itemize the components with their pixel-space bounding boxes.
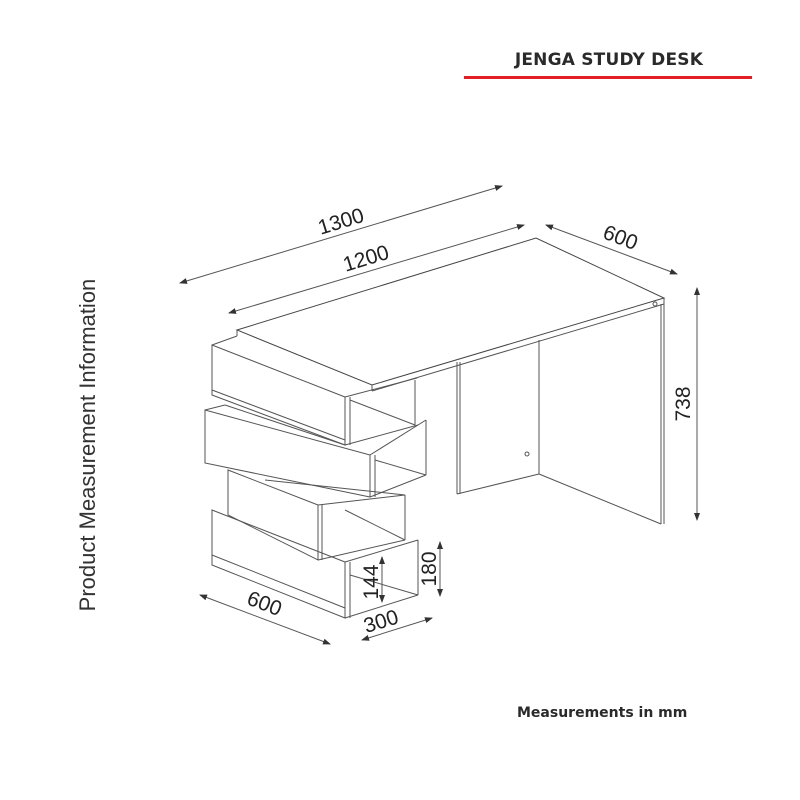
dim-line-600-shelf: [199, 594, 331, 645]
dim-line-600-top: [545, 224, 678, 275]
units-note: Measurements in mm: [517, 705, 688, 721]
dim-label-600-top: 600: [600, 221, 641, 255]
title-underline: [464, 76, 752, 79]
dim-line-1200: [228, 224, 525, 314]
product-title: JENGA STUDY DESK: [514, 50, 704, 70]
dim-label-180: 180: [418, 551, 441, 586]
dim-label-300: 300: [361, 606, 401, 638]
dim-label-1200: 1200: [340, 241, 391, 277]
shelf-box-3: [227, 469, 406, 561]
dim-label-738: 738: [672, 386, 695, 421]
desktop: [235, 237, 666, 392]
dim-line-1300: [179, 185, 503, 284]
dim-line-300: [361, 617, 433, 641]
shelf-box-2: [204, 404, 427, 498]
dim-label-144: 144: [360, 564, 383, 599]
shelf-box-1: [211, 335, 419, 446]
shelf-box-4: [211, 509, 419, 619]
leg-panel: [456, 301, 665, 525]
